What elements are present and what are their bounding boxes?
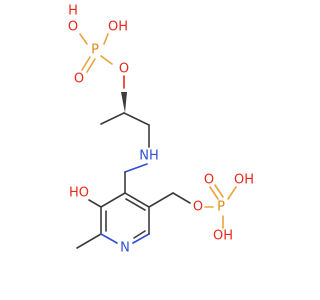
right-phosphate-bonds	[204, 184, 237, 229]
atom-labels: O H OH P O O NH HO N O P OH O OH	[68, 4, 254, 256]
chain-bonds	[100, 75, 150, 173]
bond-ch2-o	[172, 192, 191, 204]
bond-c4-c3	[100, 192, 126, 208]
atom-label-o-top-double: O	[74, 72, 84, 87]
atom-label-nh: NH	[139, 149, 159, 164]
bond-p-o-ester	[100, 55, 113, 65]
atom-label-o-top-ester: O	[119, 62, 129, 77]
stereo-wedge-bond	[121, 92, 127, 113]
bond-n-c6-inner	[133, 230, 146, 239]
atom-label-n-ring: N	[120, 241, 130, 256]
bond-c4-c5-inner	[125, 198, 146, 211]
atom-label-o-top-left: O	[68, 20, 78, 35]
atom-label-oh-right-top: OH	[234, 173, 254, 188]
atom-label-p-top: P	[91, 43, 99, 58]
bond-c2-methyl	[100, 112, 125, 125]
atom-label-o-right-double: O	[204, 173, 214, 188]
pyridine-bonds	[76, 171, 191, 249]
bond-c2-methyl-ring	[76, 233, 102, 249]
bond-p-oh-right-top	[227, 186, 237, 200]
top-phosphate-bonds	[79, 33, 113, 73]
bond-c3-oh	[88, 199, 102, 208]
bond-c2-n	[100, 233, 118, 244]
bond-c2-c1	[123, 112, 150, 126]
atom-label-h-top-left: H	[68, 4, 78, 19]
molecule-structure: O H OH P O O NH HO N O P OH O OH	[68, 4, 254, 256]
bond-p-oh-left	[79, 33, 88, 45]
atom-label-oh-right-bottom: OH	[213, 229, 233, 244]
bond-c5-ch2	[148, 192, 174, 208]
atom-label-ho-ring: HO	[69, 186, 89, 201]
bond-p-o-double-a	[81, 56, 91, 71]
bond-p-o-double-b	[86, 58, 96, 73]
bond-n-c6	[132, 233, 150, 244]
bond-p-o-dbl-right-a	[209, 186, 219, 200]
bond-p-oh-right	[103, 33, 109, 45]
atom-label-oh-top-right: OH	[108, 20, 128, 35]
bond-c4-c5	[124, 192, 150, 208]
bond-n-ch2	[124, 163, 148, 173]
atom-label-o-ester-right: O	[193, 200, 203, 215]
atom-label-p-right: P	[217, 200, 225, 215]
bond-p-o-dbl-right-b	[214, 184, 224, 198]
